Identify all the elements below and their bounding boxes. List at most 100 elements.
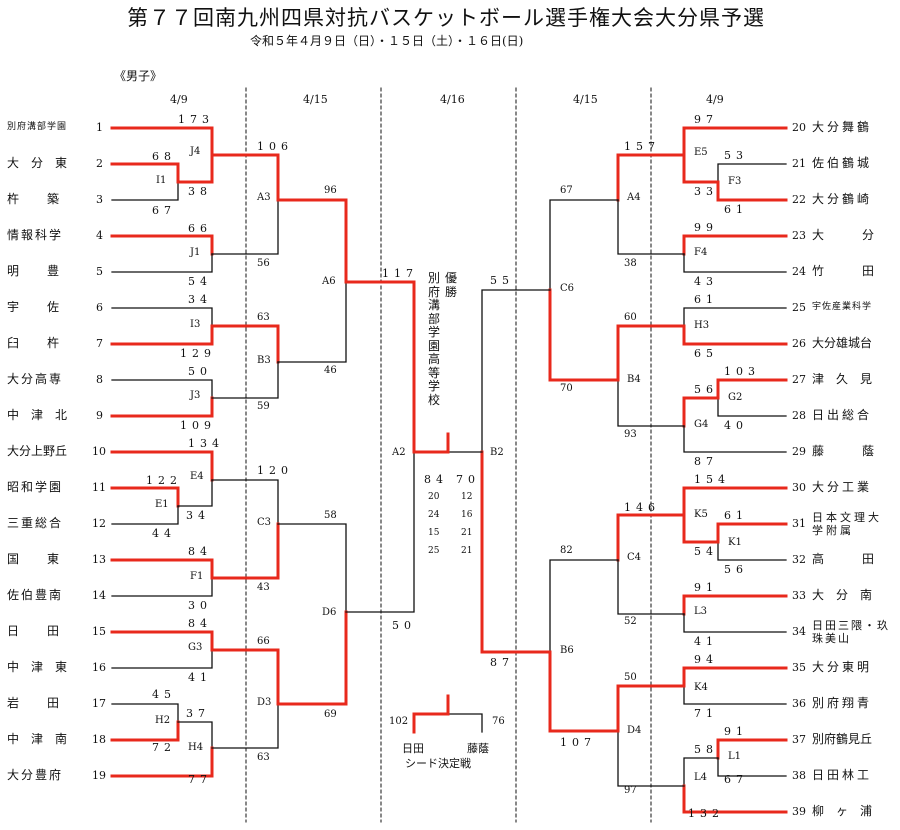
- bracket-line: [716, 180, 788, 202]
- team-seed: 38: [792, 769, 806, 782]
- game-code: E5: [694, 147, 708, 158]
- bracket-line: [210, 153, 280, 202]
- seed-game-left-team: 日田: [402, 742, 424, 755]
- game-score: 38: [188, 185, 212, 198]
- team-seed: 31: [792, 517, 806, 530]
- bracket-line: [682, 594, 788, 616]
- team-name: 大分舞鶴: [812, 120, 873, 134]
- team-name: 大分東明: [812, 660, 873, 674]
- period-score: 12: [461, 492, 473, 502]
- bracket-line: [683, 685, 787, 705]
- bracket-line: [682, 126, 788, 157]
- team-seed: 17: [92, 697, 106, 710]
- bracket-line: [617, 559, 685, 615]
- game-code: H3: [694, 320, 710, 331]
- bracket-line: [682, 784, 788, 814]
- game-score: 37: [186, 707, 210, 720]
- bracket-line: [683, 613, 787, 633]
- game-code: K5: [694, 509, 708, 520]
- bracket-line: [717, 541, 787, 561]
- bracket-line: [683, 757, 719, 787]
- game-score: 96: [324, 185, 337, 196]
- team-seed: 23: [792, 229, 806, 242]
- game-code: G3: [188, 642, 203, 653]
- team-seed: 24: [792, 265, 806, 278]
- bracket-line: [277, 281, 347, 363]
- game-score: 58: [694, 743, 718, 756]
- game-code: H4: [188, 742, 204, 753]
- game-score: 50: [392, 619, 416, 632]
- game-score: 34: [186, 509, 210, 522]
- team-seed: 15: [92, 625, 106, 638]
- game-code: F3: [728, 176, 742, 187]
- period-score: 25: [428, 546, 440, 556]
- bracket-line: [110, 396, 214, 418]
- bracket-line: [111, 253, 213, 273]
- game-code: F4: [694, 247, 708, 258]
- bracket-line: [683, 307, 787, 327]
- game-score: 66: [257, 636, 270, 647]
- bracket-line: [211, 479, 279, 525]
- game-score: 30: [188, 599, 212, 612]
- team-seed: 9: [96, 409, 103, 422]
- game-score: 55: [490, 274, 514, 287]
- game-score: 61: [724, 509, 748, 522]
- team-name: 佐伯豊南: [7, 588, 64, 602]
- game-score: 87: [490, 656, 514, 669]
- period-score: 16: [461, 510, 473, 520]
- bracket-line: [211, 361, 279, 399]
- game-score: 69: [324, 709, 337, 720]
- team-name: 三重総合: [7, 516, 64, 530]
- bracket-line: [617, 730, 685, 787]
- game-score: 40: [724, 419, 748, 432]
- game-score: 52: [624, 616, 637, 627]
- game-score: 91: [694, 581, 718, 594]
- game-code: D6: [322, 607, 337, 618]
- game-code: J1: [190, 247, 201, 258]
- team-name: 日出総合: [812, 408, 873, 422]
- team-seed: 39: [792, 805, 806, 818]
- team-name: 日田三隈・玖珠美山: [812, 619, 890, 645]
- bracket-line: [110, 126, 214, 157]
- winner-block: 優勝 別府溝部学園高等学校: [423, 271, 463, 422]
- team-name: 大分工業: [812, 480, 873, 494]
- team-name: 情報科学: [7, 228, 64, 242]
- team-name: 別府溝部学園: [7, 122, 68, 132]
- team-seed: 27: [792, 373, 806, 386]
- bracket-line: [210, 324, 280, 364]
- bracket-line: [110, 234, 214, 256]
- bracket-line: [177, 721, 213, 749]
- team-name: 昭和学園: [7, 480, 64, 494]
- bracket-line: [617, 199, 685, 255]
- final-score-right: 70: [456, 473, 480, 486]
- bracket-line: [110, 630, 214, 652]
- game-score: 44: [152, 527, 176, 540]
- bracket-line: [616, 153, 686, 202]
- game-score: 54: [694, 545, 718, 558]
- game-score: 61: [724, 203, 748, 216]
- game-score: 122: [146, 474, 182, 487]
- bracket-line: [276, 198, 348, 284]
- bracket-line: [717, 757, 787, 777]
- team-seed: 33: [792, 589, 806, 602]
- bracket-line: [412, 712, 450, 734]
- game-score: 33: [694, 185, 718, 198]
- bracket-line: [344, 280, 416, 454]
- game-code: L3: [694, 606, 708, 617]
- bracket-line: [549, 199, 619, 291]
- team-name: 高田: [812, 552, 874, 566]
- game-score: 120: [257, 464, 293, 477]
- game-score: 67: [560, 185, 573, 196]
- bracket-line: [110, 324, 214, 346]
- game-score: 129: [180, 347, 216, 360]
- game-code: H2: [155, 715, 171, 726]
- game-score: 43: [694, 275, 718, 288]
- game-code: G2: [728, 392, 743, 403]
- bracket-line: [110, 558, 214, 580]
- team-name: 日本文理大学附属: [812, 511, 882, 537]
- game-score: 67: [152, 204, 176, 217]
- game-code: C6: [560, 283, 575, 294]
- game-score: 154: [694, 473, 730, 486]
- bracket-line: [110, 486, 180, 508]
- team-seed: 29: [792, 445, 806, 458]
